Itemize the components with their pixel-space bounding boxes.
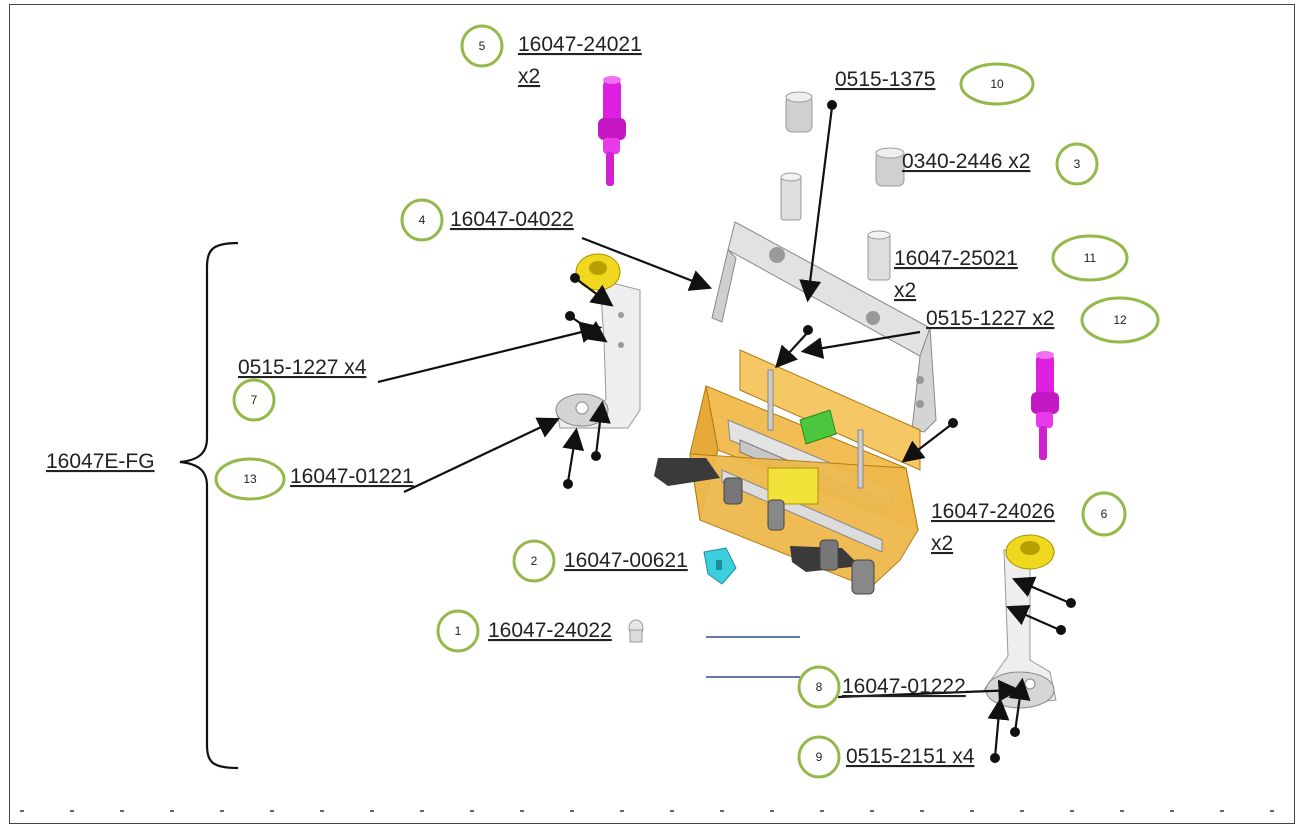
balloon-number: 7 (251, 393, 258, 407)
assembly-label: 16047E-FG (46, 450, 155, 473)
part-number-label: 16047-00621 (564, 549, 688, 572)
balloon-number: 12 (1113, 313, 1127, 327)
callout-8: 8 16047-01222 (797, 665, 966, 709)
balloon-ring (1055, 142, 1099, 186)
part-number-label: 16047-01222 (842, 675, 966, 698)
callout-6: 16047-24026 x2 6 (931, 491, 1127, 555)
part-number-label: 0515-1227 x4 (238, 356, 367, 379)
balloon-ring (1081, 491, 1127, 537)
knob-part-right (1031, 351, 1059, 460)
spacer-part (780, 172, 802, 221)
screw-part-1 (628, 619, 644, 643)
quantity-label: x2 (894, 279, 916, 302)
pin-part-11 (867, 230, 891, 281)
leader-arrows (377, 100, 1076, 763)
assembly-brace (179, 241, 239, 770)
part-number-label: 16047-24022 (488, 619, 612, 642)
balloon-number: 6 (1101, 507, 1108, 521)
balloon-ring (232, 378, 276, 422)
quantity-label: x2 (931, 532, 953, 555)
cylinder-part-10 (785, 91, 813, 133)
balloon-ring (1080, 296, 1160, 344)
balloon-ring (1051, 234, 1129, 282)
balloon-ring (400, 198, 444, 242)
part-number-label: 16047-25021 (894, 247, 1018, 270)
balloon-ring (460, 24, 504, 68)
cylinder-part-3 (875, 147, 905, 187)
callout-2: 2 16047-00621 (512, 539, 688, 583)
quantity-label: x2 (518, 65, 540, 88)
callout-1: 1 16047-24022 (436, 609, 612, 653)
left-bracket-part (555, 253, 641, 429)
part-number-label: 0515-1375 (835, 68, 935, 91)
callout-11: 16047-25021 x2 11 (894, 234, 1129, 302)
part-number-label: 16047-04022 (450, 208, 574, 231)
balloon-number: 13 (243, 472, 257, 486)
balloon-ring (214, 457, 286, 501)
balloon-ring (797, 665, 841, 709)
callout-9: 9 0515-2151 x4 (797, 735, 975, 779)
balloon-number: 10 (990, 77, 1004, 91)
bracket-part-4 (711, 221, 937, 433)
callout-3: 0340-2446 x2 3 (902, 142, 1099, 186)
balloon-number: 9 (816, 750, 823, 764)
callout-5: 5 16047-24021 x2 (460, 24, 642, 88)
part-number-label: 16047-01221 (290, 465, 414, 488)
main-fixture-frame (654, 349, 921, 595)
balloon-number: 1 (455, 624, 462, 638)
balloon-number: 3 (1074, 157, 1081, 171)
balloon-number: 11 (1084, 251, 1097, 265)
balloon-number: 4 (419, 213, 426, 227)
part-number-label: 0515-2151 x4 (846, 745, 975, 768)
balloon-ring (512, 539, 556, 583)
balloon-number: 2 (531, 554, 538, 568)
clip-part-2 (703, 547, 737, 585)
callout-4: 4 16047-04022 (400, 198, 574, 242)
part-number-label: 0515-1227 x2 (926, 307, 1054, 330)
knob-part-top (598, 76, 626, 186)
part-number-label: 16047-24021 (518, 33, 642, 56)
part-number-label: 16047-24026 (931, 500, 1055, 523)
balloon-ring (797, 735, 841, 779)
balloon-ring (959, 62, 1035, 106)
callout-13: 13 16047-01221 (214, 457, 414, 501)
balloon-ring (436, 609, 480, 653)
balloon-number: 5 (479, 39, 486, 53)
callout-10: 0515-1375 10 (835, 62, 1035, 106)
callout-7: 0515-1227 x4 7 (232, 356, 367, 422)
right-bracket-part (983, 534, 1057, 709)
balloon-number: 8 (816, 680, 823, 694)
callout-12: 0515-1227 x2 12 (926, 296, 1160, 344)
part-number-label: 0340-2446 x2 (902, 150, 1030, 173)
